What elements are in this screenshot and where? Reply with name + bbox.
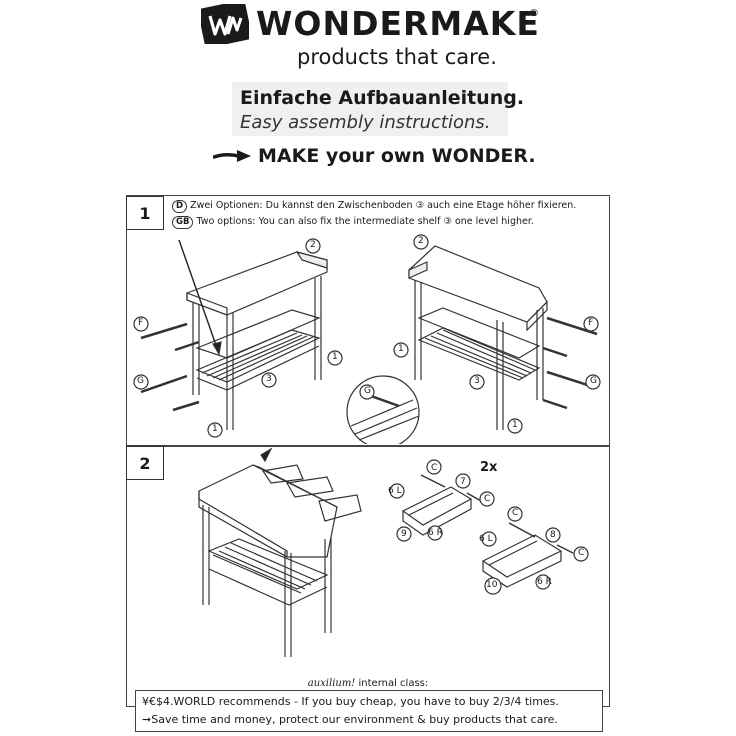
callout-g-right: G [590,376,597,386]
callout-f-left: F [138,318,144,328]
drawer-assembly-bottom [481,522,574,588]
callout-10: 10 [486,580,498,590]
drawer-count: 2x [480,460,498,475]
wm-monogram-icon [201,4,249,44]
table-left-drawing [140,239,328,430]
callout-c-1: C [431,463,438,473]
step-divider [126,445,610,447]
footer-brand: auxilium! [307,678,356,689]
callout-c-3: C [512,508,519,518]
callout-1-right-a: 1 [398,344,404,354]
callout-3-right: 3 [474,376,480,386]
table-with-drawers-drawing [198,447,362,657]
callout-1-left-b: 1 [212,424,218,434]
callout-6l-2: 6 L [479,534,493,544]
callout-c-4: C [578,548,585,558]
zoom-detail-circle [346,375,420,444]
callout-1-right-b: 1 [512,420,518,430]
footer-title-suffix: internal class: [355,678,429,689]
recommendation-line-1: ¥€$4.WORLD recommends - If you buy cheap… [142,695,559,708]
table-right-drawing [408,245,598,430]
callout-2-left: 2 [310,240,316,250]
callout-8: 8 [550,530,556,540]
callout-7: 7 [460,477,466,487]
note-gb-text: Two options: You can also fix the interm… [196,216,534,227]
callout-f-right: F [588,318,594,328]
step-2-number: 2 [126,446,164,480]
arrow-right-icon [213,150,251,162]
callout-6l-1: 6 L [388,486,402,496]
instructions-heading-box [232,82,508,136]
callout-g-detail: G [364,386,371,396]
brand-tagline: products that care. [297,45,497,69]
drawer-assembly-top [401,474,482,536]
lang-badge-de: D [172,200,188,213]
step-1-drawing [133,234,601,444]
callout-2-right: 2 [418,236,424,246]
brand-name: WONDERMAKE [256,4,540,43]
registered-mark: ® [529,8,539,19]
instructions-title-de: Einfache Aufbauanleitung. [240,87,525,109]
callout-9: 9 [401,529,407,539]
motto: MAKE your own WONDER. [258,145,536,167]
recommendation-line-2: ➞Save time and money, protect our enviro… [142,713,558,726]
step-2-drawing [198,447,589,657]
callout-6r-1: 6 R [428,528,443,538]
note-de-text: Zwei Optionen: Du kannst den Zwischenbod… [190,200,577,211]
callout-1-left-a: 1 [332,352,338,362]
lang-badge-gb: GB [172,216,194,229]
recommendation-box [135,690,603,732]
callout-c-2: C [484,494,491,504]
callout-3-left: 3 [266,374,272,384]
footer-title: auxilium! internal class: [0,677,736,691]
step-1-number: 1 [126,196,164,230]
callout-6r-2: 6 R [537,577,552,587]
callout-g-left: G [137,376,144,386]
instructions-title-en: Easy assembly instructions. [240,112,491,133]
